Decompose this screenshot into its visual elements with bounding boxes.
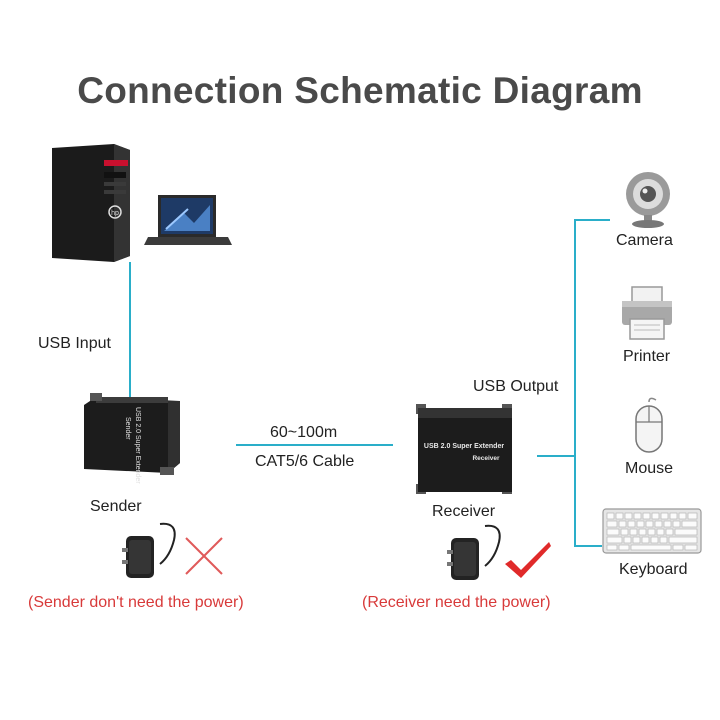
laptop-icon [144, 195, 232, 245]
mouse-icon [635, 397, 663, 453]
mouse-label: Mouse [625, 460, 674, 477]
usb-input-label: USB Input [38, 335, 111, 352]
printer-label: Printer [623, 348, 671, 365]
receiver-device: USB 2.0 Super Extender Receiver [416, 404, 512, 494]
svg-text:hp: hp [111, 210, 119, 217]
cable-length-label: 60~100m [270, 424, 338, 441]
svg-text:Sender: Sender [124, 417, 131, 440]
cross-icon [185, 537, 223, 575]
cable-type-label: CAT5/6 Cable [255, 453, 355, 470]
power-adapter-icon [447, 524, 501, 580]
camera-label: Camera [616, 232, 673, 249]
pc-tower-icon: hp [52, 144, 130, 262]
keyboard-label: Keyboard [619, 561, 688, 578]
diagram-title: Connection Schematic Diagram [77, 70, 643, 111]
power-adapter-icon [122, 522, 176, 578]
keyboard-icon [602, 508, 702, 554]
camera-icon [626, 172, 670, 228]
receiver-power-note: (Receiver need the power) [362, 594, 551, 611]
keyboard-branch-line [574, 545, 602, 547]
sender-device: USB 2.0 Super Extender Sender [84, 393, 180, 484]
camera-branch-line [574, 219, 610, 221]
receiver-device-text-2: Receiver [472, 455, 500, 462]
sender-label: Sender [90, 498, 142, 515]
usb-output-line [537, 455, 575, 457]
usb-input-line [129, 262, 131, 402]
checkmark-icon [505, 542, 551, 578]
printer-icon [622, 286, 672, 340]
usb-output-label: USB Output [473, 378, 559, 395]
receiver-label: Receiver [432, 503, 496, 520]
receiver-device-text-1: USB 2.0 Super Extender [424, 443, 504, 450]
device-bus-line [574, 219, 576, 546]
svg-text:USB 2.0 Super Extender: USB 2.0 Super Extender [134, 407, 141, 484]
sender-power-note: (Sender don't need the power) [28, 594, 244, 611]
cat-cable-line [236, 444, 393, 446]
